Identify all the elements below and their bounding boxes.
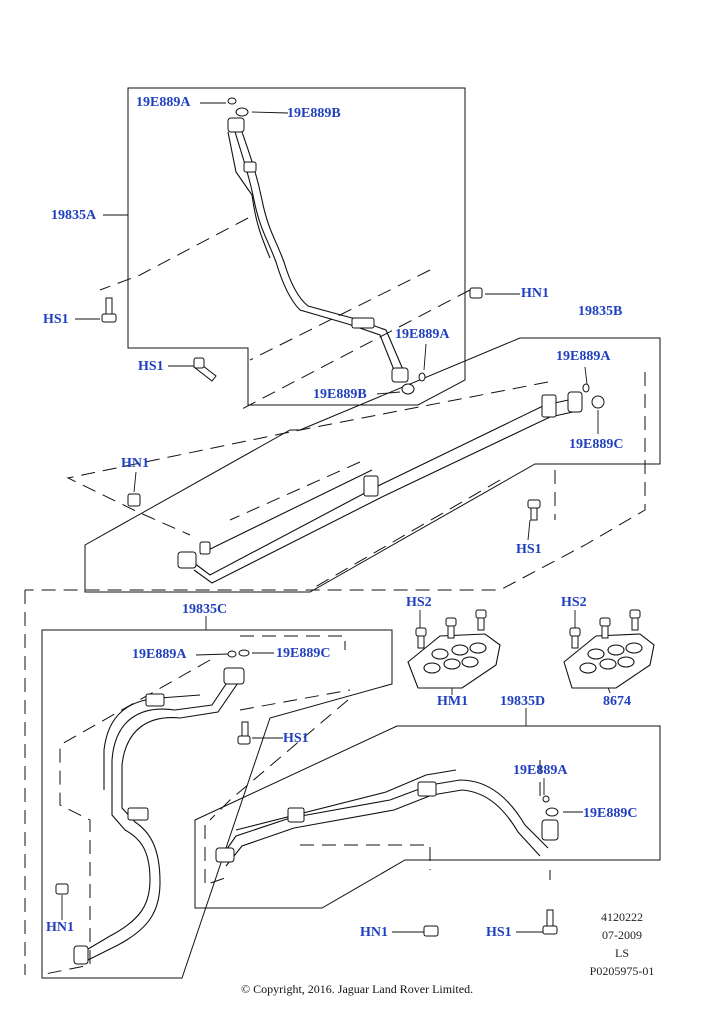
callout-hm1: HM1 <box>437 694 469 709</box>
nut-hn1-a <box>469 287 483 299</box>
callout-hs1-c: HS1 <box>516 542 542 557</box>
bolt-hs2-c <box>475 609 487 631</box>
callout-hn1-a: HN1 <box>521 286 549 301</box>
callout-19835a: 19835A <box>51 208 97 223</box>
frame-19835c <box>41 629 393 979</box>
bolt-hs2-b <box>445 617 457 639</box>
nut-hn1-d <box>423 925 439 937</box>
callout-19e889c-b: 19E889C <box>569 437 624 452</box>
callout-hs1-e: HS1 <box>486 925 512 940</box>
nut-hn1-b <box>127 493 141 507</box>
callout-hs2-b: HS2 <box>561 595 587 610</box>
callout-hs1-d: HS1 <box>283 731 309 746</box>
bolt-hs1-e <box>542 909 558 935</box>
frame-19835d <box>194 725 661 909</box>
drawing-code: 4120222 <box>601 910 643 924</box>
drawing-date: 07-2009 <box>602 928 642 942</box>
bolt-hs2-f <box>629 609 641 631</box>
frame-19835b <box>84 337 661 593</box>
bolt-hs2-a <box>415 627 427 649</box>
frame-19835a <box>127 87 466 406</box>
callout-hs1-a: HS1 <box>43 312 69 327</box>
callout-hs1-b: HS1 <box>138 359 164 374</box>
callout-19835c: 19835C <box>182 602 228 617</box>
callout-19e889a-d: 19E889A <box>513 763 568 778</box>
callout-19e889c-c: 19E889C <box>276 646 331 661</box>
bolt-hs2-d <box>569 627 581 649</box>
bolt-hs1-b <box>193 357 217 382</box>
callout-hn1-b: HN1 <box>121 456 149 471</box>
callout-19e889b-mid: 19E889B <box>313 387 367 402</box>
callout-19e889a-c: 19E889A <box>132 647 187 662</box>
callout-19e889c-d: 19E889C <box>583 806 638 821</box>
callout-19e889a-mid: 19E889A <box>395 327 450 342</box>
bolt-hs1-c <box>527 499 541 521</box>
bolt-hs1-a <box>101 297 117 323</box>
bolt-hs1-d <box>237 721 251 745</box>
bolt-hs2-e <box>599 617 611 639</box>
callout-19e889a-b: 19E889A <box>556 349 611 364</box>
callout-8674: 8674 <box>603 694 631 709</box>
callout-hn1-c: HN1 <box>46 920 74 935</box>
callout-19835b: 19835B <box>578 304 623 319</box>
nut-hn1-c <box>55 883 69 895</box>
callout-19e889b-top: 19E889B <box>287 106 341 121</box>
callout-19e889a-top: 19E889A <box>136 95 191 110</box>
callout-hs2-a: HS2 <box>406 595 432 610</box>
drawing-reference: P0205975-01 <box>589 964 655 978</box>
callout-19835d: 19835D <box>500 694 546 709</box>
copyright-notice: © Copyright, 2016. Jaguar Land Rover Lim… <box>241 982 474 996</box>
callout-hn1-d: HN1 <box>360 925 388 940</box>
drawing-initials: LS <box>614 946 629 960</box>
